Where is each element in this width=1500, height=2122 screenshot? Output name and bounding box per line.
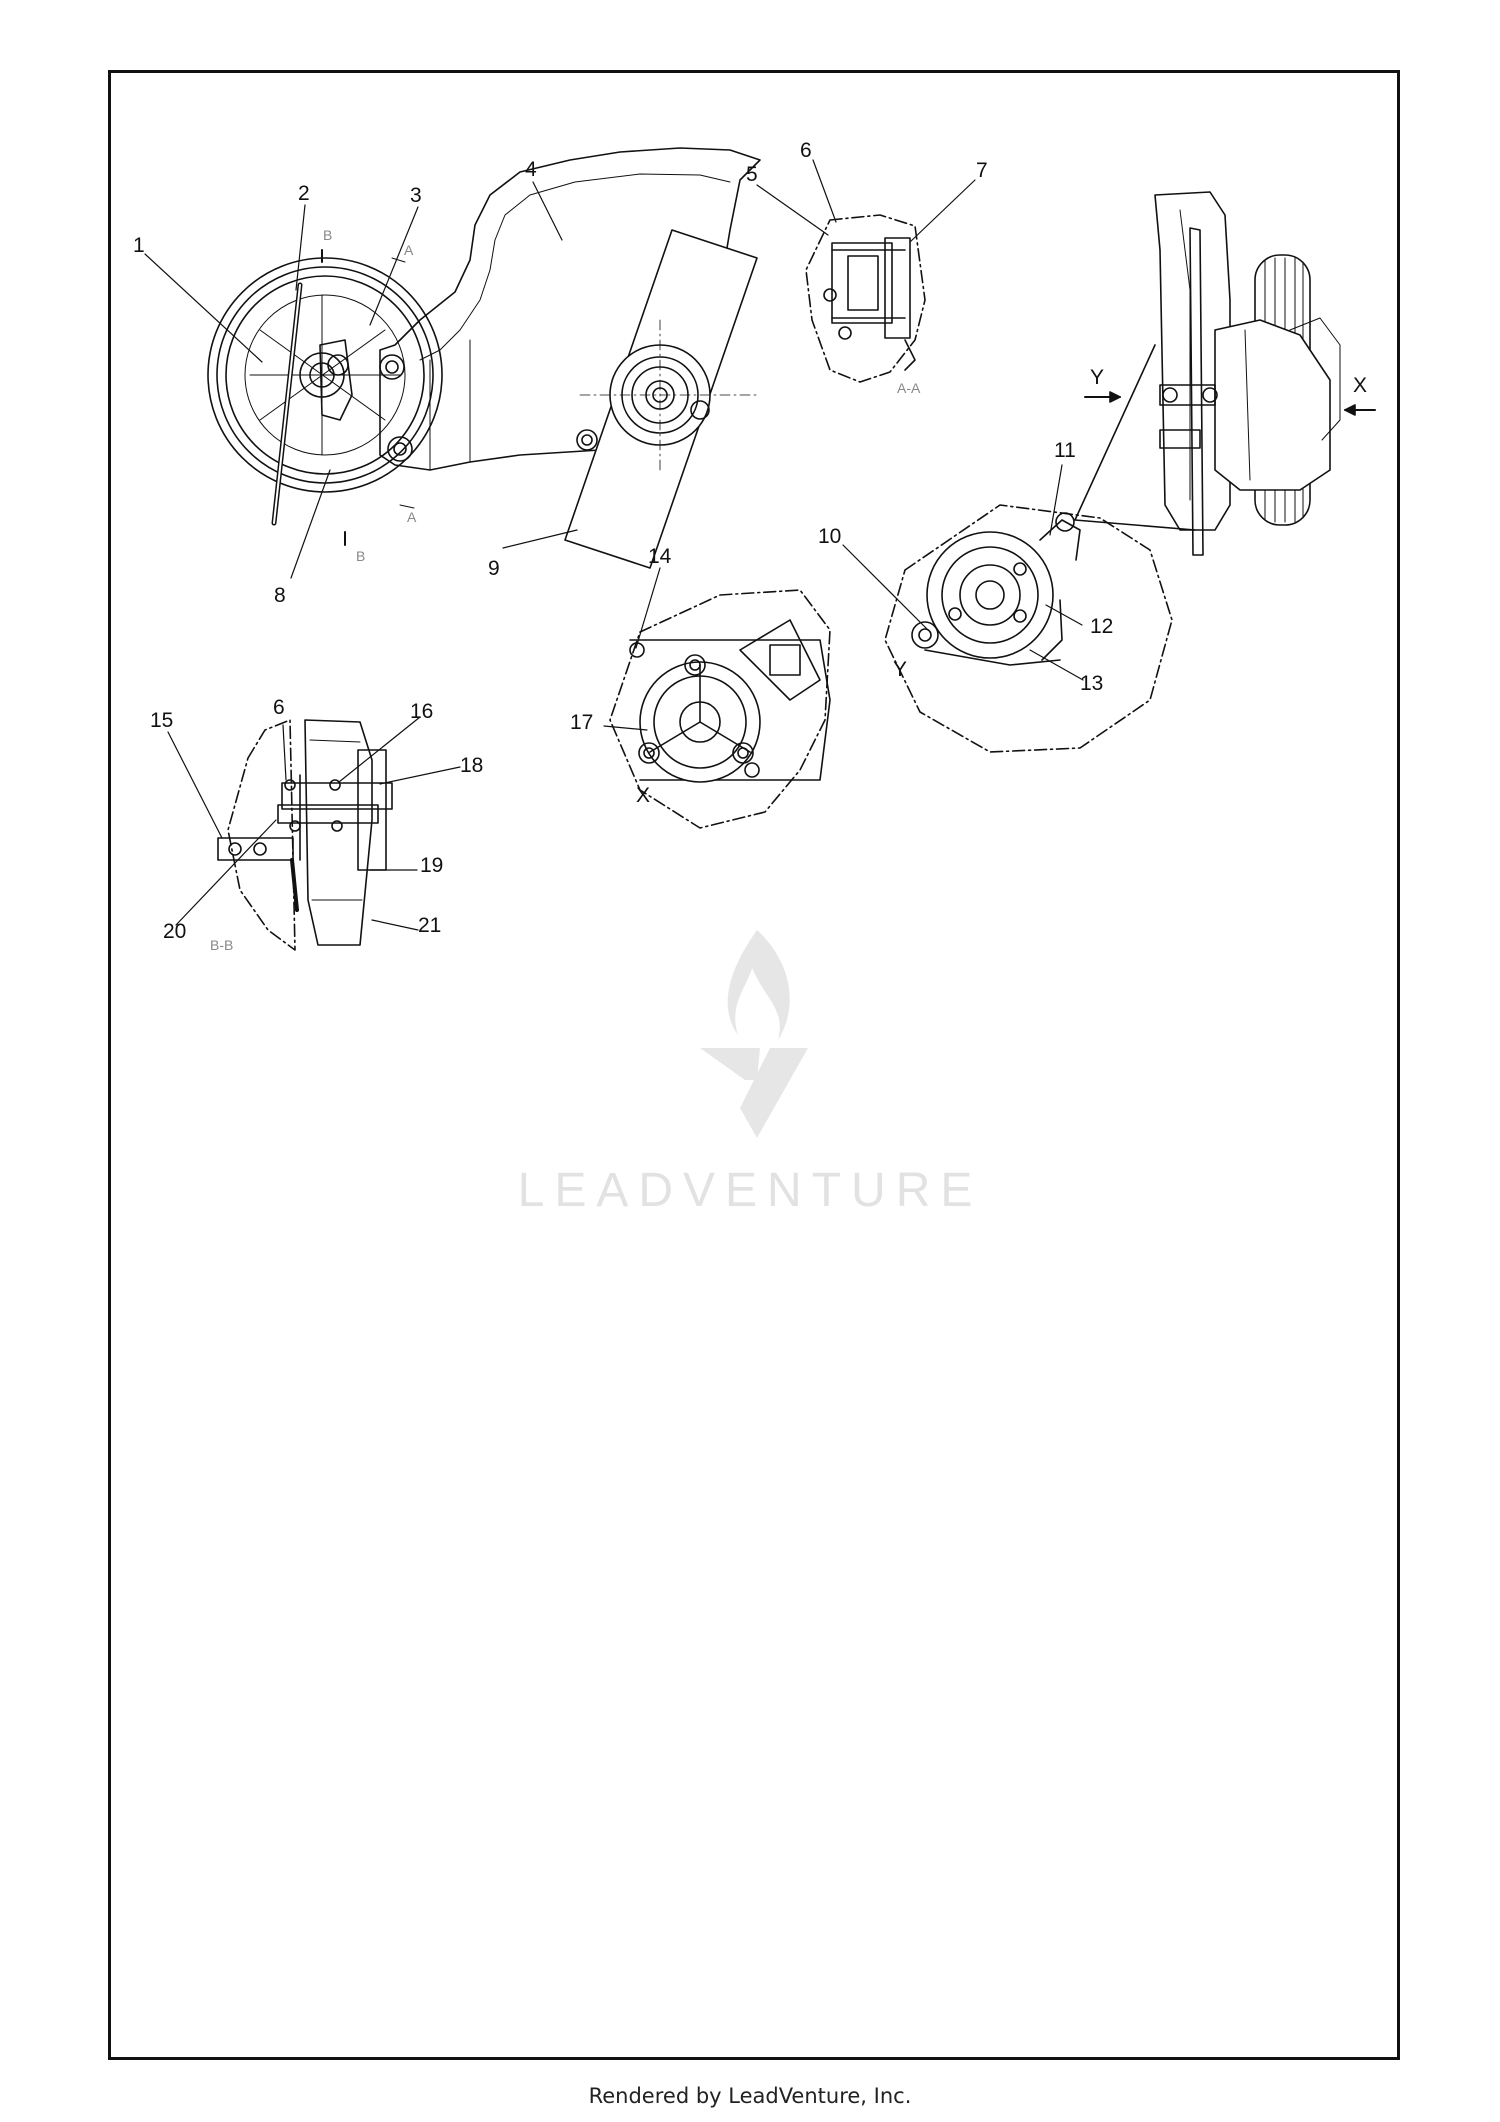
callout-6: 6 xyxy=(800,139,812,162)
callout-3: 3 xyxy=(410,184,422,207)
callout-21: 21 xyxy=(418,914,441,937)
callout-16: 16 xyxy=(410,700,433,723)
footer-text: Rendered by LeadVenture, Inc. xyxy=(588,2084,912,2108)
arrow-x-label: X xyxy=(1353,374,1367,397)
view-x-detail xyxy=(609,589,831,829)
watermark: LEADVENTURE xyxy=(518,930,983,1217)
cut-a-top-label: A xyxy=(404,242,414,258)
view-labels: A-A B-B X Y X Y A A B B xyxy=(210,227,1367,953)
section-bb-label: B-B xyxy=(210,937,233,953)
side-view xyxy=(1074,191,1376,556)
main-assembly-view xyxy=(207,147,761,569)
watermark-text: LEADVENTURE xyxy=(518,1164,983,1217)
view-y-detail xyxy=(884,504,1173,753)
section-bb-view xyxy=(217,719,393,951)
callout-20: 20 xyxy=(163,920,186,943)
callout-labels: 1 2 3 4 5 6 7 8 9 10 11 12 13 14 17 15 6… xyxy=(133,139,1113,943)
section-aa-label: A-A xyxy=(897,380,921,396)
callout-8: 8 xyxy=(274,584,286,607)
callout-13: 13 xyxy=(1080,672,1103,695)
callout-14: 14 xyxy=(648,545,672,568)
callout-4: 4 xyxy=(525,158,537,181)
leader-lines xyxy=(144,159,1084,931)
cut-b-top-label: B xyxy=(323,227,332,243)
callout-6-section-bb: 6 xyxy=(273,696,285,719)
callout-11: 11 xyxy=(1054,439,1076,462)
section-aa-view xyxy=(805,214,926,383)
view-x-label: X xyxy=(636,784,650,807)
cut-b-bottom-label: B xyxy=(356,548,365,564)
flame-chevron-logo-icon xyxy=(700,930,808,1138)
callout-10: 10 xyxy=(818,525,841,548)
callout-2: 2 xyxy=(298,182,310,205)
callout-17: 17 xyxy=(570,711,593,734)
callout-1: 1 xyxy=(133,234,145,257)
callout-5: 5 xyxy=(746,163,758,186)
callout-9: 9 xyxy=(488,557,500,580)
callout-7: 7 xyxy=(976,159,988,182)
drawing-frame xyxy=(108,70,1400,2060)
view-y-label: Y xyxy=(893,658,907,681)
wheel-drawing xyxy=(207,257,443,493)
callout-15: 15 xyxy=(150,709,173,732)
arrow-y-label: Y xyxy=(1090,366,1104,389)
callout-12: 12 xyxy=(1090,615,1113,638)
callout-19: 19 xyxy=(420,854,443,877)
cut-a-bottom-label: A xyxy=(407,509,417,525)
callout-18: 18 xyxy=(460,754,483,777)
